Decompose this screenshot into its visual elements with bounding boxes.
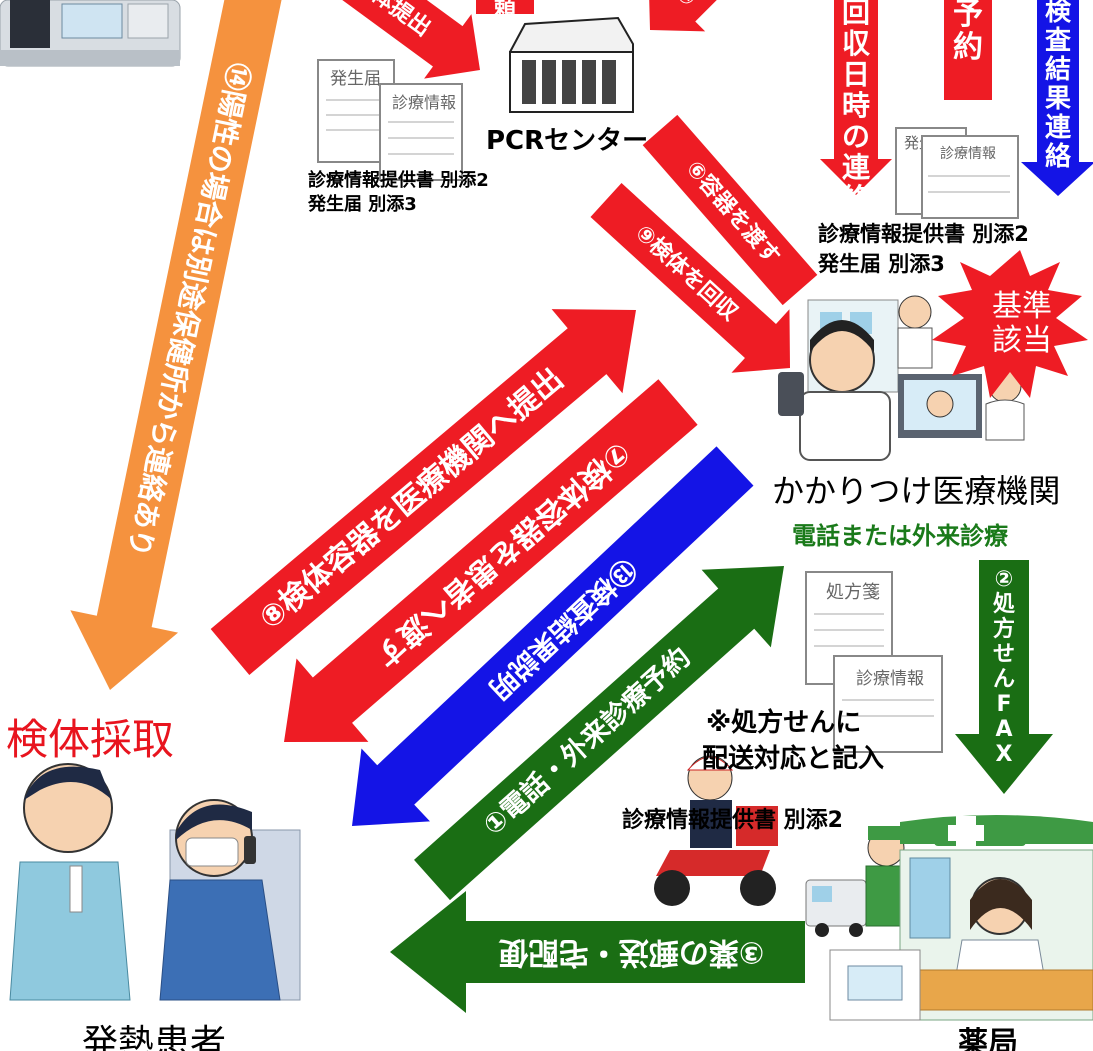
doctor-telemedicine-icon bbox=[778, 295, 1025, 461]
paper-form-icon: 発生届 診療情報 bbox=[895, 127, 1019, 219]
pcr-center-label: PCRセンター bbox=[486, 126, 649, 156]
arrow-step6-shape bbox=[642, 114, 818, 306]
form-hasseitodoke-label: 発生届 bbox=[330, 69, 381, 89]
doc-left-line1: 診療情報提供書 別添2 bbox=[308, 170, 489, 191]
clinic-label: かかりつけ医療機関 bbox=[772, 472, 1061, 510]
pharmacy-label: 薬局 bbox=[958, 1026, 1018, 1051]
arrow-result-notice-shape bbox=[1021, 0, 1093, 196]
paper-form-icon: 処方箋 診療情報 bbox=[805, 571, 943, 753]
delivery-scooter-icon bbox=[654, 755, 778, 906]
pharmacy-icon bbox=[829, 815, 1093, 1021]
form-shinryo-label: 診療情報 bbox=[856, 669, 924, 689]
clinic-sub-label: 電話または外来診療 bbox=[792, 522, 1008, 550]
arrow-step4-top-shape bbox=[648, 0, 719, 32]
arrow-result-notice: 検査結果連絡 bbox=[1021, 0, 1093, 196]
form-shohosen-label: 処方箋 bbox=[826, 582, 880, 603]
doc-right-line2: 発生届 別添3 bbox=[818, 252, 945, 276]
arrow-request-top-shape bbox=[476, 0, 534, 14]
arrow-step7-shape bbox=[283, 379, 698, 742]
arrow-pickup-datetime-shape bbox=[820, 0, 892, 195]
arrow-step4-top: ④ bbox=[648, 0, 719, 32]
delivery-van-icon bbox=[805, 826, 907, 937]
pcr-analyzer-icon bbox=[0, 0, 181, 67]
arrow-step9-shape bbox=[590, 183, 790, 373]
arrow-step3-shape bbox=[390, 891, 805, 1013]
paper-form-icon: 発生届 診療情報 bbox=[317, 59, 463, 181]
arrow-step4-top-label: ④ bbox=[670, 0, 701, 10]
arrow-reservation-label: 予約 bbox=[953, 0, 983, 65]
form-shinryo-label: 診療情報 bbox=[940, 145, 996, 162]
arrow-reservation-shape bbox=[944, 0, 992, 100]
arrow-prescription-fax-shape bbox=[955, 560, 1053, 794]
note-line2: 配送対応と記入 bbox=[702, 744, 885, 774]
doc-left-line2: 発生届 別添3 bbox=[308, 194, 417, 215]
arrow-request-top-label: 頼 bbox=[494, 0, 517, 22]
arrow-step14-shape bbox=[70, 0, 283, 690]
doc-bottom-label: 診療情報提供書 別添2 bbox=[622, 808, 843, 833]
arrow-specimen-submit-shape bbox=[315, 0, 481, 79]
note-line1: ※処方せんに bbox=[706, 708, 862, 738]
arrow-pickup-datetime: 回収日時の連絡 bbox=[820, 0, 892, 215]
arrow-step14-label: ⑭陽性の場合は別途保健所から連絡あり bbox=[122, 60, 257, 560]
patient-label: 発熱患者 bbox=[82, 1023, 227, 1051]
arrow-request-top: 頼 bbox=[476, 0, 534, 22]
kijun-label: 基準該当 bbox=[992, 289, 1052, 358]
form-shinryo-label: 診療情報 bbox=[392, 93, 456, 112]
building-icon bbox=[509, 16, 634, 113]
specimen-title: 検体採取 bbox=[6, 715, 175, 764]
arrow-reservation: 予約 bbox=[944, 0, 992, 100]
arrow-step13-shape bbox=[352, 446, 754, 827]
arrow-result-notice-label: 検査結果連絡 bbox=[1045, 0, 1072, 172]
arrow-step1-shape bbox=[414, 565, 785, 901]
starburst-icon bbox=[932, 250, 1088, 398]
fever-patients-icon bbox=[9, 763, 301, 1001]
doc-right-line1: 診療情報提供書 別添2 bbox=[818, 222, 1029, 246]
arrow-step3: ③薬の郵送・宅配便 bbox=[390, 891, 805, 1013]
arrow-step8-shape bbox=[210, 309, 637, 675]
arrow-step3-label: ③薬の郵送・宅配便 bbox=[498, 935, 764, 970]
arrow-pickup-datetime-label: 回収日時の連絡 bbox=[842, 0, 871, 215]
